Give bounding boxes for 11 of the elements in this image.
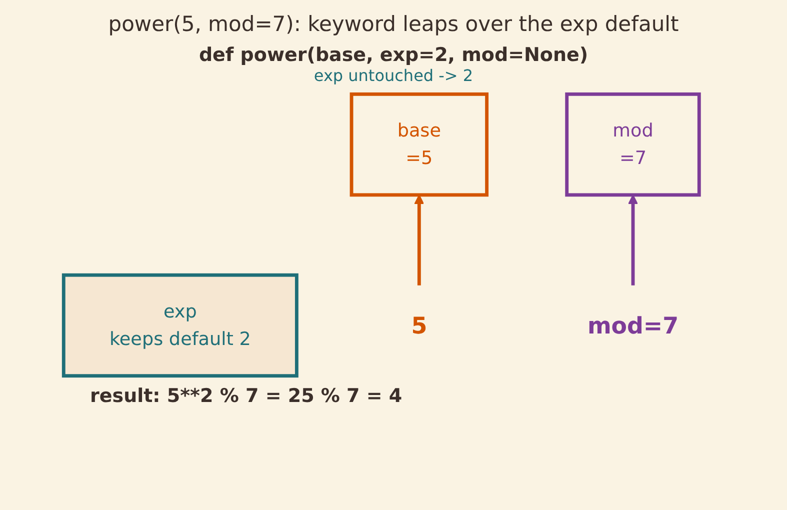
note-text: exp untouched -> 2: [312, 66, 474, 85]
arrow: [627, 194, 638, 286]
node-text: mod=7: [586, 312, 678, 340]
code-signature: def power(base, exp=2, mod=None): [198, 44, 590, 66]
node-text: 5: [410, 312, 427, 340]
node-box: base =5: [349, 92, 488, 197]
arrow: [414, 194, 424, 286]
diagram-title: power(5, mod=7): keyword leaps over the exp default: [107, 12, 680, 36]
node-box: mod =7: [564, 92, 700, 197]
node-box: exp keeps default 2: [61, 273, 298, 378]
result-text: result: 5**2 % 7 = 25 % 7 = 4: [90, 385, 404, 407]
